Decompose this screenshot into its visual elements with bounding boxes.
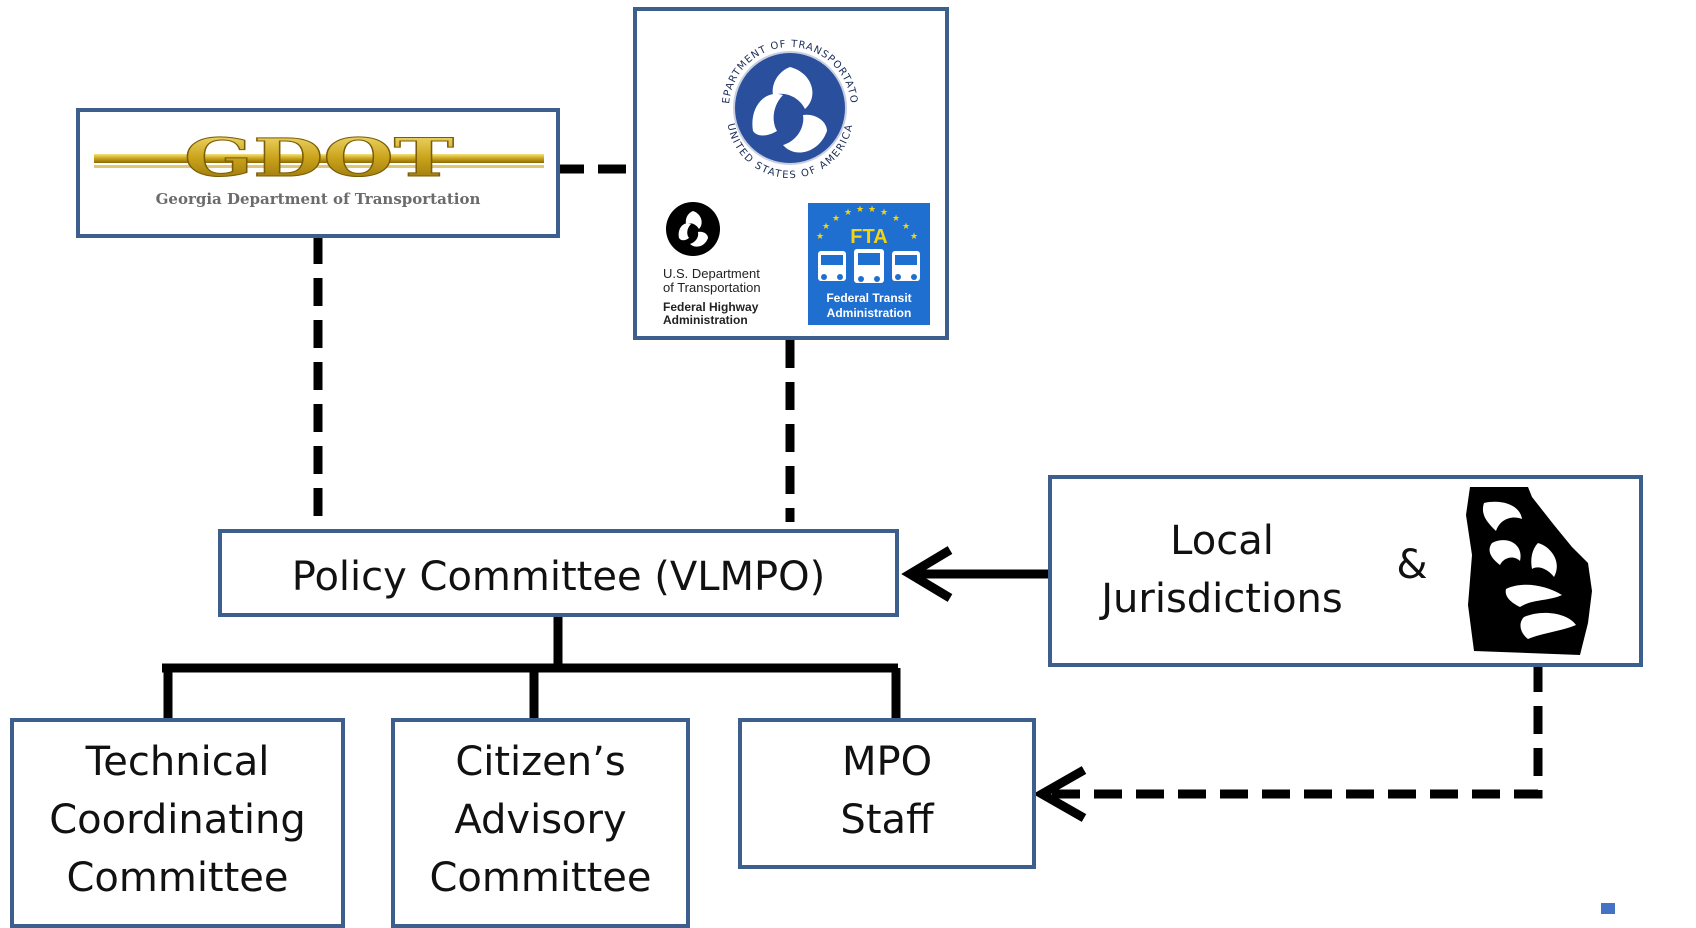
technical-line1: Technical: [85, 739, 270, 785]
fta-acronym: FTA: [850, 226, 887, 248]
svg-text:★: ★: [880, 208, 888, 218]
policy-committee-box: Policy Committee (VLMPO): [218, 529, 899, 617]
citizens-line3: Committee: [429, 855, 652, 901]
citizens-advisory-committee-box: Citizen’s Advisory Committee: [391, 718, 690, 928]
local-policy-arrowhead: [901, 546, 953, 602]
usdot-box: DEPARTMENT OF TRANSPORTATON UNITED STATE…: [633, 7, 949, 340]
mpo-staff-box: MPO Staff: [738, 718, 1036, 869]
local-mpo-arrowhead: [1032, 766, 1087, 822]
fhwa-name-line1: Federal Highway: [663, 300, 759, 314]
fta-logo: ★★★ ★★★ ★★★ ★ FTA Federal Trans: [808, 203, 930, 325]
local-jurisdictions-line1: Local: [1170, 518, 1274, 564]
gdot-wordmark: GDOT: [184, 132, 454, 186]
usdot-seal: DEPARTMENT OF TRANSPORTATON UNITED STATE…: [709, 27, 858, 181]
svg-text:★: ★: [892, 214, 900, 224]
citizens-line1: Citizen’s: [455, 739, 626, 785]
svg-text:★: ★: [822, 222, 830, 232]
fhwa-dept-line1: U.S. Department: [663, 266, 760, 281]
svg-text:★: ★: [844, 208, 852, 218]
svg-text:★: ★: [832, 214, 840, 224]
policy-committee-label: Policy Committee (VLMPO): [291, 554, 826, 600]
svg-text:★: ★: [868, 205, 876, 215]
gdot-logo: GDOT: [94, 132, 544, 186]
svg-text:★: ★: [856, 205, 864, 215]
svg-text:★: ★: [902, 222, 910, 232]
corner-accent-bar: [1601, 903, 1615, 914]
citizens-line2: Advisory: [454, 797, 627, 843]
gdot-subtitle: Georgia Department of Transportation: [155, 190, 481, 208]
ampersand: &: [1396, 542, 1428, 588]
mpo-staff-line2: Staff: [840, 797, 934, 843]
georgia-counties-map-icon: [1466, 487, 1592, 655]
svg-text:★: ★: [816, 232, 824, 242]
mpo-staff-line1: MPO: [841, 739, 933, 785]
fhwa-icon: [666, 202, 720, 256]
technical-line3: Committee: [66, 855, 289, 901]
fhwa-name-line2: Administration: [663, 313, 748, 327]
fta-name-line1: Federal Transit: [826, 291, 912, 305]
local-jurisdictions-line2: Jurisdictions: [1101, 576, 1343, 622]
technical-line2: Coordinating: [49, 797, 306, 843]
fhwa-dept-line2: of Transportation: [663, 280, 761, 295]
local-mpo-link: [1050, 664, 1543, 799]
local-jurisdictions-box: Local Jurisdictions &: [1048, 475, 1643, 667]
fta-stars-vehicles: ★★★ ★★★ ★★★ ★ FTA: [816, 205, 920, 283]
technical-coordinating-committee-box: Technical Coordinating Committee: [10, 718, 345, 928]
gdot-box: GDOT Georgia Department of Transportatio…: [76, 108, 560, 238]
svg-text:★: ★: [910, 232, 918, 242]
fta-name-line2: Administration: [826, 306, 912, 320]
